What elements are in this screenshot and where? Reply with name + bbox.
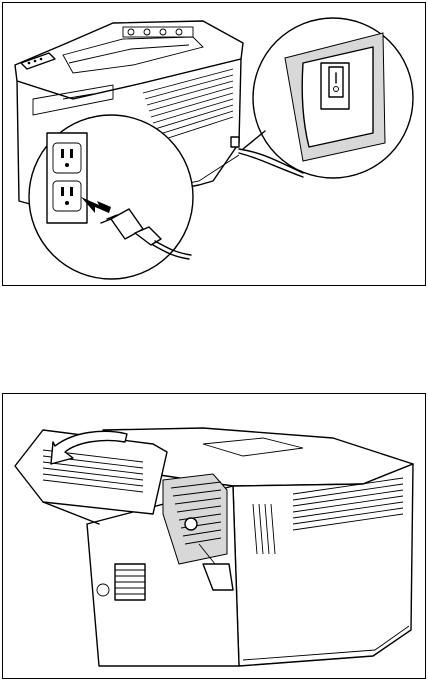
wall-outlet-detail	[29, 115, 193, 279]
rear-cover	[15, 430, 167, 524]
figure-unplug-power-cord	[2, 2, 426, 286]
unplug-illustration	[3, 3, 425, 285]
rear-cover-illustration	[3, 394, 425, 678]
power-switch-detail	[243, 18, 413, 178]
figure-open-rear-cover	[2, 393, 426, 679]
